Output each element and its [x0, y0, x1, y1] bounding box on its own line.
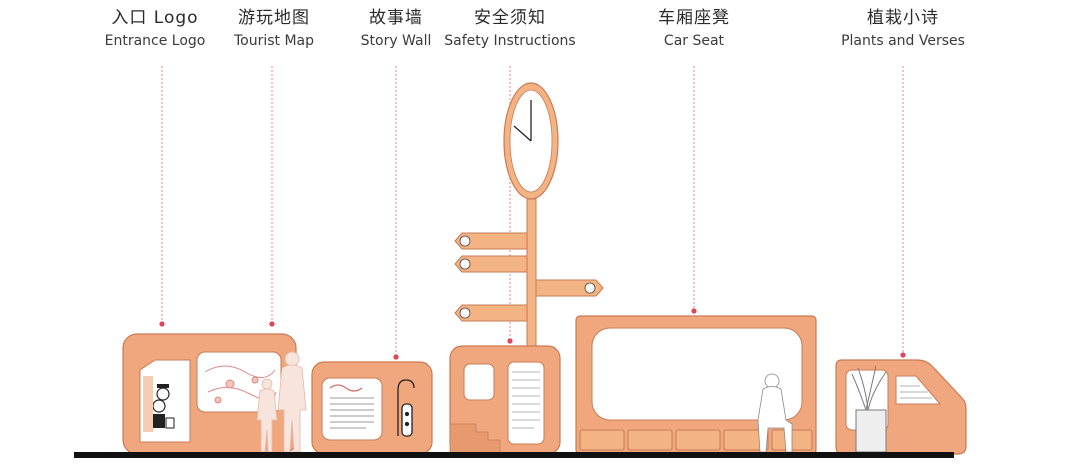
sign-arrow-left-2	[454, 255, 528, 273]
story-header-decoration	[329, 384, 363, 392]
sign-symbol-1-icon	[459, 235, 471, 247]
sign-arrow-left-3	[454, 304, 528, 322]
label-tourist-map: 游玩地图 Tourist Map	[189, 6, 359, 52]
label-story-wall-en: Story Wall	[360, 33, 432, 49]
sign-arrow-right	[535, 279, 604, 297]
sign-arrow-left-1	[454, 232, 528, 250]
verse-window	[895, 375, 942, 405]
story-text-window	[321, 377, 383, 441]
leader-dot-car-seat	[691, 308, 697, 314]
label-car-seat-cn: 车厢座凳	[658, 8, 730, 28]
seat-drawers	[579, 429, 813, 451]
label-tourist-map-cn: 游玩地图	[238, 8, 310, 28]
label-story-wall-cn: 故事墙	[369, 8, 423, 28]
safety-text-panel	[507, 361, 545, 445]
logo-vertical-text-block	[143, 376, 153, 432]
entrance-map-panel	[122, 333, 307, 455]
story-text-lines	[330, 397, 374, 429]
seated-person-silhouette	[757, 373, 793, 453]
story-wall-panel	[311, 361, 433, 455]
ground-line	[74, 452, 954, 458]
car-seat-unit	[575, 315, 817, 455]
label-car-seat: 车厢座凳 Car Seat	[609, 6, 779, 52]
safety-window	[463, 363, 495, 401]
label-entrance-logo: 入口 Logo Entrance Logo	[70, 6, 240, 52]
clock-hands-icon	[513, 100, 532, 142]
label-plants-verses: 植栽小诗 Plants and Verses	[818, 6, 988, 52]
label-entrance-logo-cn: 入口 Logo	[111, 8, 199, 28]
label-tourist-map-en: Tourist Map	[233, 33, 315, 49]
leader-dot-entrance-logo	[159, 321, 165, 327]
sign-symbol-3-icon	[584, 282, 596, 294]
label-car-seat-en: Car Seat	[663, 33, 725, 49]
car-seat-window	[591, 327, 803, 421]
leader-dot-tourist-map	[269, 321, 275, 327]
person-silhouettes	[256, 351, 307, 453]
logo-mascot-icon	[152, 384, 175, 429]
label-entrance-logo-en: Entrance Logo	[104, 33, 206, 49]
safety-signpost	[449, 82, 604, 455]
leader-dot-safety-instructions	[507, 338, 513, 344]
leader-dots	[159, 308, 906, 360]
label-plants-verses-cn: 植栽小诗	[867, 8, 939, 28]
leader-dot-plants-verses	[900, 352, 906, 358]
label-plants-verses-en: Plants and Verses	[841, 33, 965, 49]
sign-symbol-4-icon	[459, 307, 471, 319]
label-story-wall: 故事墙 Story Wall	[311, 6, 481, 52]
leader-dot-story-wall	[393, 354, 399, 360]
label-safety-instructions-en: Safety Instructions	[444, 33, 576, 49]
cane-mascot-icon	[397, 379, 415, 437]
label-safety-instructions: 安全须知 Safety Instructions	[425, 6, 595, 52]
sign-symbol-2-icon	[459, 258, 471, 270]
label-safety-instructions-cn: 安全须知	[474, 8, 546, 28]
plants-verses-unit	[835, 359, 967, 455]
